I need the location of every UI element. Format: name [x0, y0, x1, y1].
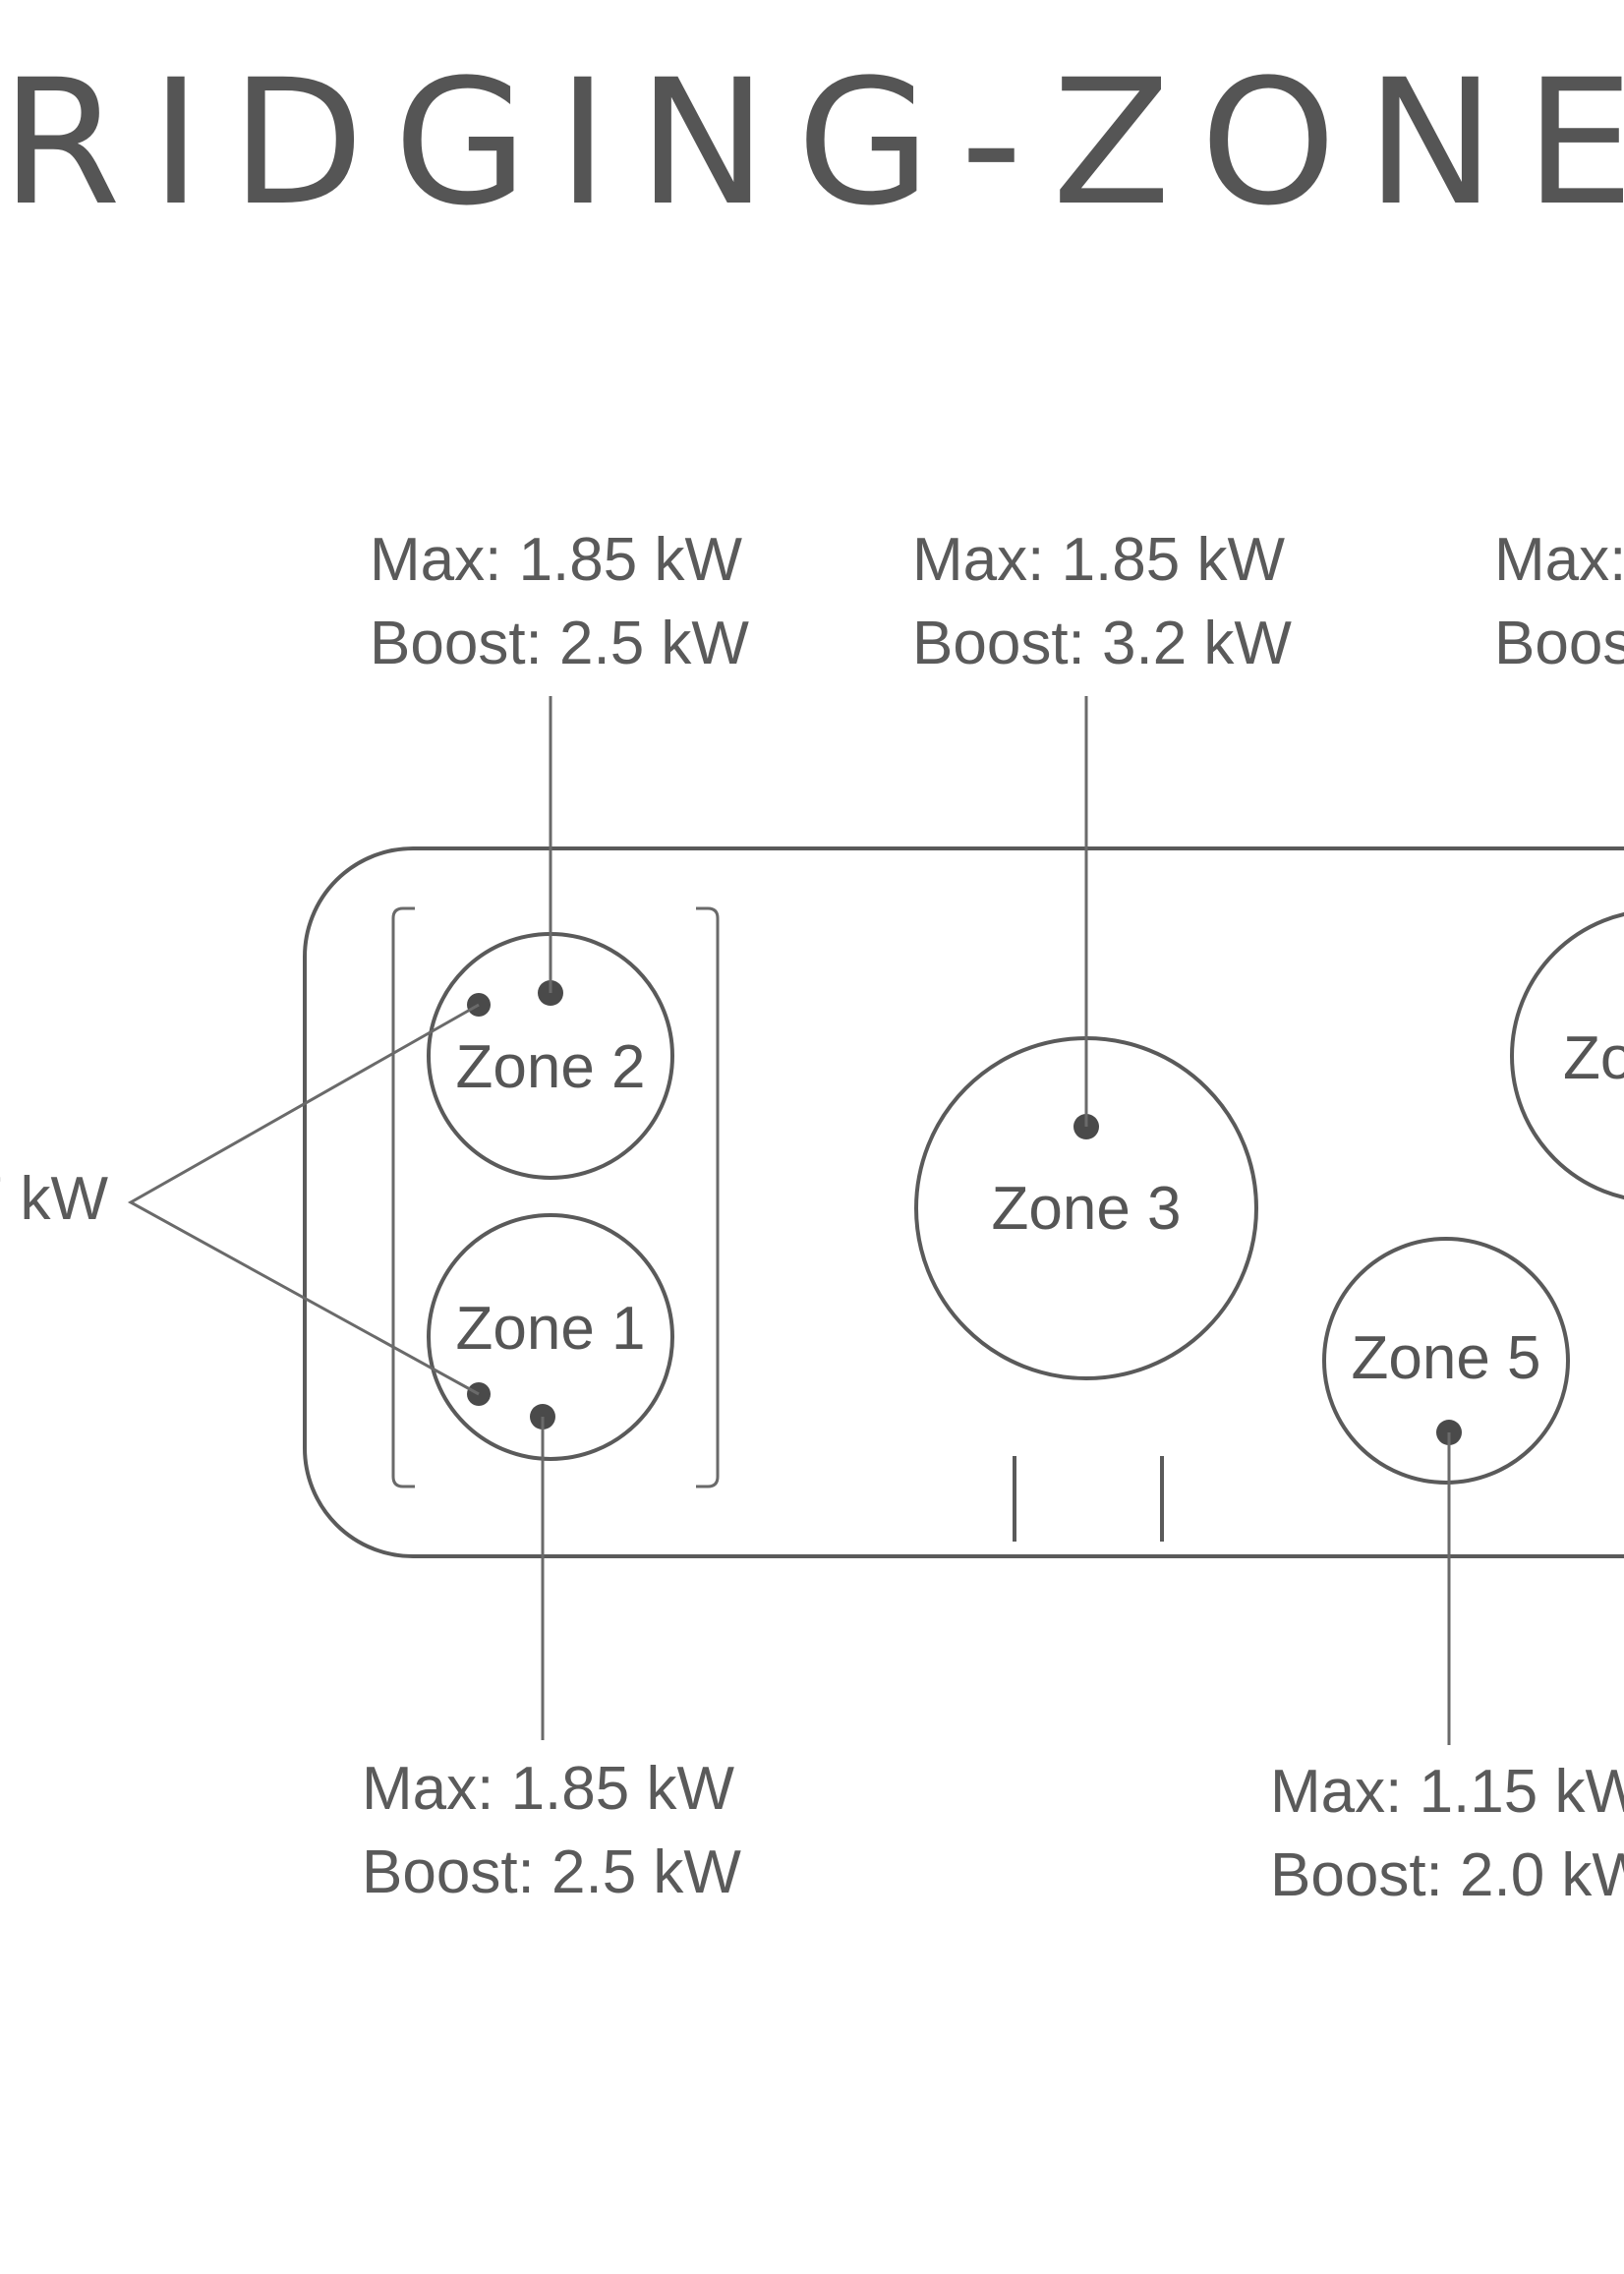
zone-4-label: Zone 4	[1563, 1024, 1624, 1092]
zone-1-boost: Boost: 2.5 kW	[362, 1838, 741, 1906]
bridge-power-label: 3.7 kW	[0, 1165, 108, 1233]
cooktop-outline	[303, 846, 1624, 1558]
zone-4[interactable]: Zone 4	[1510, 910, 1624, 1201]
zone-3[interactable]: Zone 3	[914, 1036, 1258, 1542]
zone-1-circle[interactable]	[427, 1213, 674, 1461]
bridge-bracket-left	[391, 906, 415, 1488]
zone-2[interactable]: Zone 2	[427, 932, 674, 1180]
zone-1-max: Max: 1.85 kW	[362, 1755, 734, 1823]
zone-5-circle[interactable]	[1322, 1237, 1570, 1485]
zone-3-max: Max: 1.85 kW	[912, 526, 1285, 594]
zone-1-label: Zone 1	[455, 1295, 645, 1363]
zone-5-label: Zone 5	[1351, 1324, 1540, 1392]
zone-3-boost: Boost: 3.2 kW	[912, 610, 1292, 677]
zone-4-boost: Boost:	[1494, 610, 1624, 677]
diagram-title: BRIDGING-ZONE	[0, 42, 1624, 244]
bridge-bracket-right	[696, 906, 720, 1488]
zone-2-max: Max: 1.85 kW	[370, 526, 742, 594]
zone-4-circle[interactable]	[1510, 910, 1624, 1201]
zone-2-label: Zone 2	[455, 1033, 645, 1101]
zone-5[interactable]: Zone 5	[1322, 1237, 1570, 1485]
bridge-leader	[127, 1003, 480, 1396]
zone-2-boost: Boost: 2.5 kW	[370, 610, 749, 677]
zone-3-label: Zone 3	[991, 1175, 1181, 1243]
zone-4-max: Max:	[1494, 526, 1624, 594]
zone-1[interactable]: Zone 1	[427, 1213, 674, 1461]
zone-5-max: Max: 1.15 kW	[1270, 1758, 1624, 1826]
zone-5-boost: Boost: 2.0 kW	[1270, 1841, 1624, 1909]
